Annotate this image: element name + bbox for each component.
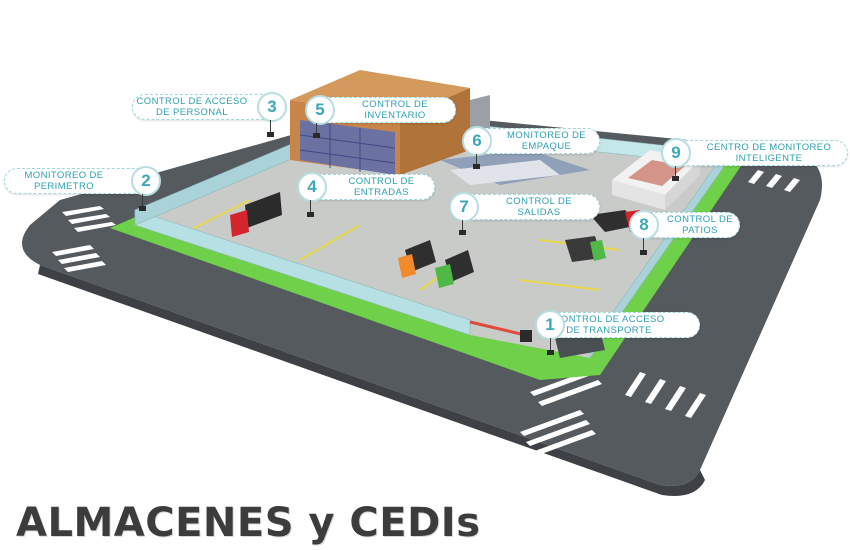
callout-number: 1 [535,310,565,340]
callout-pin [139,194,146,211]
callout-number: 2 [131,166,161,196]
callout-pin [473,154,480,169]
road-edge [38,265,705,496]
crosswalk-right [625,170,800,418]
truck-orange [398,240,436,278]
callout-pin [640,238,647,255]
callout-label: CONTROL DE INVENTARIO [362,99,428,121]
callout-pin [672,166,679,181]
callout-number: 6 [462,126,492,156]
callout-control-salidas: 7 CONTROL DE SALIDAS [449,192,600,222]
callout-control-acceso-personal: CONTROL DE ACCESO DE PERSONAL 3 [132,92,287,122]
callout-monitoreo-perimetro: MONITOREO DE PERIMETRO 2 [4,166,161,196]
callout-number: 9 [661,138,691,168]
truck-green-2 [435,250,474,288]
callout-pin [313,123,320,138]
callout-label: CONTROL DE PATIOS [667,214,733,236]
packing-area [440,150,590,185]
callout-label: CONTROL DE ACCESO DE PERSONAL [136,96,248,118]
page-title: ALMACENES y CEDIs [16,500,481,546]
callout-number: 7 [449,192,479,222]
callout-centro-monitoreo: 9 CENTRO DE MONITOREO INTELIGENTE [661,138,848,168]
callout-number: 5 [305,95,335,125]
callout-control-inventario: 5 CONTROL DE INVENTARIO [305,95,456,125]
callout-label: CONTROL DE ACCESO DE TRANSPORTE [553,314,665,336]
callout-number: 3 [257,92,287,122]
callout-control-entradas: 4 CONTROL DE ENTRADAS [297,172,435,202]
callout-label: CENTRO DE MONITOREO INTELIGENTE [706,142,832,164]
callout-pin [459,220,466,235]
callout-monitoreo-empaque: 6 MONITOREO DE EMPAQUE [462,126,600,156]
callout-label: MONITOREO DE EMPAQUE [506,130,587,152]
truck-green [565,236,606,262]
callout-number: 8 [629,210,659,240]
callout-pin [267,120,274,137]
callout-number: 4 [297,172,327,202]
callout-label: CONTROL DE SALIDAS [506,196,572,218]
callout-pin [307,200,314,217]
callout-control-acceso-transporte: CONTROL DE ACCESO DE TRANSPORTE 1 [535,310,700,340]
truck-red [230,192,282,237]
callout-label: MONITOREO DE PERIMETRO [24,170,104,192]
callout-pin [547,338,554,355]
callout-label: CONTROL DE ENTRADAS [348,176,415,198]
crosswalk-left [52,206,116,272]
callout-control-patios: 8 CONTROL DE PATIOS [629,210,740,240]
